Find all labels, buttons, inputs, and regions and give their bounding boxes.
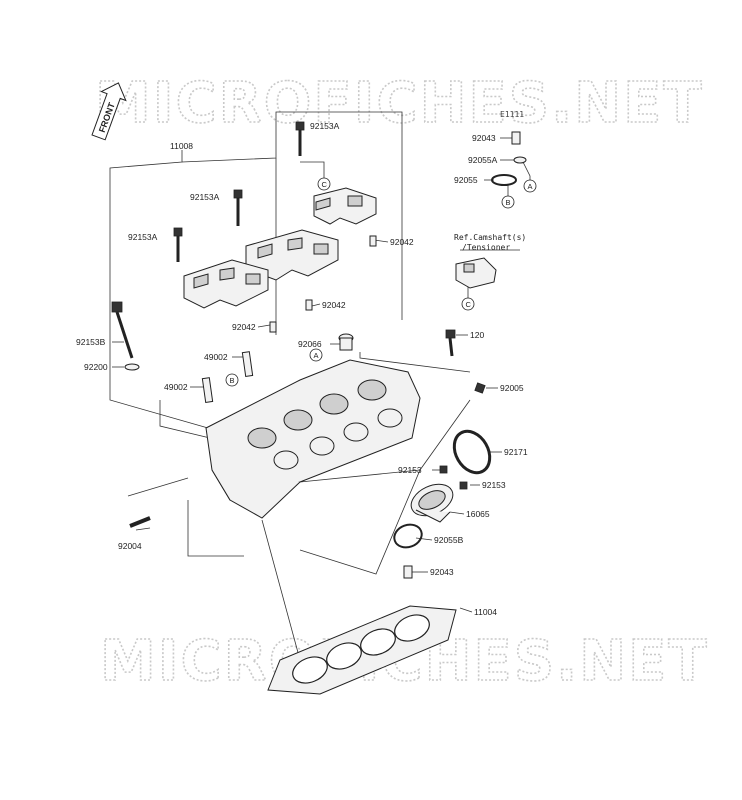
watermark-top: MICROFICHES.NET bbox=[95, 71, 704, 136]
callout-markers: A B C C A B bbox=[225, 177, 537, 387]
head-gasket-11004 bbox=[267, 605, 457, 695]
label-92171: 92171 bbox=[504, 447, 528, 457]
dowel-92042-mid bbox=[305, 299, 313, 311]
camshaft-cap-right bbox=[313, 187, 377, 225]
diagram-code: E1111 bbox=[500, 110, 524, 119]
label-92153A-top: 92153A bbox=[310, 121, 340, 131]
label-11004: 11004 bbox=[474, 607, 497, 617]
leader-lines bbox=[109, 111, 531, 661]
part-number-labels: 11008 92153A 92153A 92153A 92042 92042 9… bbox=[76, 121, 528, 617]
label-92153A-mid: 92153A bbox=[190, 192, 220, 202]
label-92055: 92055 bbox=[454, 175, 478, 185]
dowel-92042-right bbox=[369, 235, 377, 247]
label-92066: 92066 bbox=[298, 339, 322, 349]
cylinder-head bbox=[205, 359, 421, 519]
callout-b-top: B bbox=[506, 198, 511, 207]
label-16065: 16065 bbox=[466, 509, 490, 519]
label-92042-mid: 92042 bbox=[322, 300, 346, 310]
label-49002-top: 49002 bbox=[204, 352, 228, 362]
label-92042-right: 92042 bbox=[390, 237, 414, 247]
label-92153A-left: 92153A bbox=[128, 232, 158, 242]
bolt-92153A-top bbox=[295, 121, 305, 156]
callout-c-tensioner: C bbox=[466, 300, 472, 309]
bolt-92153-b bbox=[459, 481, 468, 490]
label-120: 120 bbox=[470, 330, 484, 340]
dowel-92043-bottom bbox=[403, 565, 413, 579]
holder-16065 bbox=[410, 483, 454, 523]
stud-92004 bbox=[129, 516, 151, 528]
camshaft-cap-left bbox=[183, 259, 269, 309]
bolt-92153A-left bbox=[173, 227, 183, 262]
callout-b-head: B bbox=[230, 376, 235, 385]
guide-49002-left bbox=[201, 377, 214, 404]
o-ring-92055A bbox=[513, 156, 527, 164]
camshaft-cap-middle bbox=[245, 229, 339, 281]
label-92200: 92200 bbox=[84, 362, 108, 372]
label-92043-bottom: 92043 bbox=[430, 567, 454, 577]
label-92153B: 92153B bbox=[76, 337, 106, 347]
ref-note-line2: /Tensioner bbox=[462, 243, 510, 252]
o-ring-92055B bbox=[393, 523, 423, 549]
clamp-92171 bbox=[452, 429, 492, 475]
bolt-92153A-mid bbox=[233, 189, 243, 226]
label-92043-top: 92043 bbox=[472, 133, 496, 143]
plug-92066 bbox=[338, 333, 354, 351]
dowel-92042-left bbox=[269, 321, 277, 333]
label-92042-left: 92042 bbox=[232, 322, 256, 332]
label-11008: 11008 bbox=[170, 141, 193, 151]
bolt-92153B bbox=[111, 301, 134, 359]
label-92055A: 92055A bbox=[468, 155, 498, 165]
callout-c-cap: C bbox=[322, 180, 328, 189]
label-92005: 92005 bbox=[500, 383, 524, 393]
label-49002-left: 49002 bbox=[164, 382, 188, 392]
tensioner-bracket bbox=[455, 257, 497, 289]
o-ring-92055 bbox=[491, 174, 517, 186]
washer-92200 bbox=[124, 363, 140, 371]
label-92055B: 92055B bbox=[434, 535, 464, 545]
label-92153-b: 92153 bbox=[482, 480, 506, 490]
callout-a-head: A bbox=[314, 351, 319, 360]
guide-49002-top bbox=[241, 351, 254, 378]
label-92004: 92004 bbox=[118, 541, 142, 551]
bolt-92153-a bbox=[439, 465, 448, 474]
ref-note-line1: Ref.Camshaft(s) bbox=[454, 233, 526, 242]
bolt-120 bbox=[445, 329, 456, 357]
dowel-92043-top bbox=[511, 131, 521, 145]
callout-a-top: A bbox=[528, 182, 533, 191]
label-92153-a: 92153 bbox=[398, 465, 422, 475]
plug-92005 bbox=[474, 382, 486, 394]
